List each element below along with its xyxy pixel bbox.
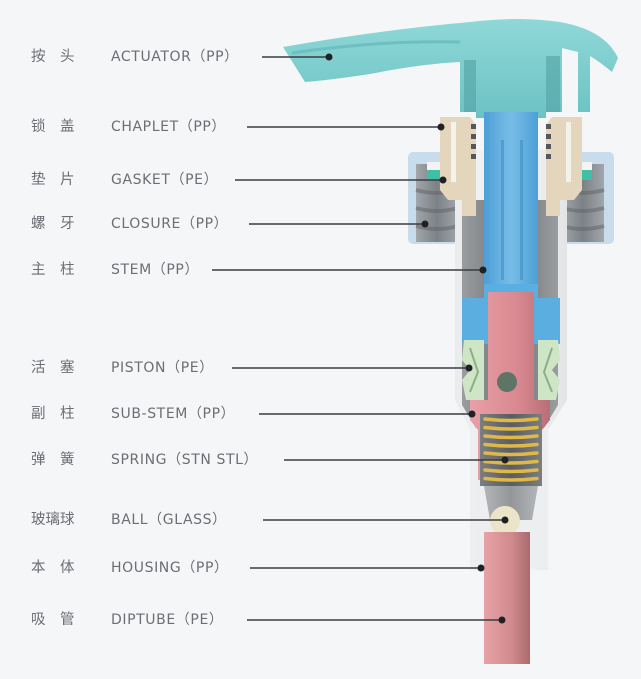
- label-ball: 玻璃球 BALL（GLASS）: [31, 511, 227, 529]
- label-closure: 螺 牙 CLOSURE（PP）: [31, 215, 228, 233]
- leader-dot-ball: [501, 516, 509, 524]
- actuator-part: [283, 19, 618, 118]
- label-en: GASKET（PE）: [111, 172, 219, 188]
- label-en: HOUSING（PP）: [111, 560, 229, 576]
- label-zh: 吸 管: [31, 612, 75, 628]
- label-diptube: 吸 管 DIPTUBE（PE）: [31, 611, 224, 629]
- label-zh: 主 柱: [31, 262, 75, 278]
- leader-dot-housing: [477, 564, 485, 572]
- label-en: SPRING（STN STL）: [111, 452, 259, 468]
- leader-dot-closure: [421, 220, 429, 228]
- spring-part: [480, 414, 542, 486]
- label-en: SUB-STEM（PP）: [111, 406, 236, 422]
- label-piston: 活 塞 PISTON（PE）: [31, 359, 214, 377]
- leader-dot-stem: [479, 266, 487, 274]
- label-zh: 本 体: [31, 560, 75, 576]
- label-en: BALL（GLASS）: [111, 512, 227, 528]
- chaplet-part: [440, 117, 582, 216]
- label-zh: 螺 牙: [31, 216, 75, 232]
- stem-part: [462, 112, 560, 344]
- spring-coil: [483, 442, 539, 448]
- spring-coil: [483, 451, 539, 457]
- leader-dot-sub-stem: [468, 410, 476, 418]
- label-zh: 按 头: [31, 49, 75, 65]
- label-zh: 锁 盖: [31, 119, 75, 135]
- label-spring: 弹 簧 SPRING（STN STL）: [31, 451, 258, 469]
- spring-coil: [483, 425, 539, 431]
- label-stem: 主 柱 STEM（PP）: [31, 261, 199, 279]
- spring-coil: [483, 476, 539, 482]
- label-chaplet: 锁 盖 CHAPLET（PP）: [31, 118, 226, 136]
- label-gasket: 垫 片 GASKET（PE）: [31, 171, 218, 189]
- label-en: STEM（PP）: [111, 262, 200, 278]
- spring-coil: [483, 459, 539, 465]
- diptube-part: [484, 532, 530, 664]
- leader-dot-diptube: [498, 616, 506, 624]
- leader-dot-spring: [501, 456, 509, 464]
- piston-part: [462, 340, 560, 400]
- leader-dot-actuator: [325, 53, 333, 61]
- label-actuator: 按 头 ACTUATOR（PP）: [31, 48, 239, 66]
- spring-coil: [483, 434, 539, 440]
- leader-dot-chaplet: [437, 123, 445, 131]
- label-en: PISTON（PE）: [111, 360, 214, 376]
- label-en: CHAPLET（PP）: [111, 119, 227, 135]
- spring-coil: [483, 468, 539, 474]
- label-en: CLOSURE（PP）: [111, 216, 229, 232]
- label-en: ACTUATOR（PP）: [111, 49, 239, 65]
- leader-lines: [212, 53, 509, 624]
- label-zh: 垫 片: [31, 172, 75, 188]
- leader-dot-gasket: [439, 176, 447, 184]
- leader-dot-piston: [465, 364, 473, 372]
- label-zh: 玻璃球: [31, 512, 75, 528]
- spring-coil: [483, 417, 539, 423]
- label-sub-stem: 副 柱 SUB-STEM（PP）: [31, 405, 235, 423]
- label-zh: 副 柱: [31, 406, 75, 422]
- label-zh: 活 塞: [31, 360, 75, 376]
- label-zh: 弹 簧: [31, 452, 75, 468]
- label-en: DIPTUBE（PE）: [111, 612, 224, 628]
- label-housing: 本 体 HOUSING（PP）: [31, 559, 229, 577]
